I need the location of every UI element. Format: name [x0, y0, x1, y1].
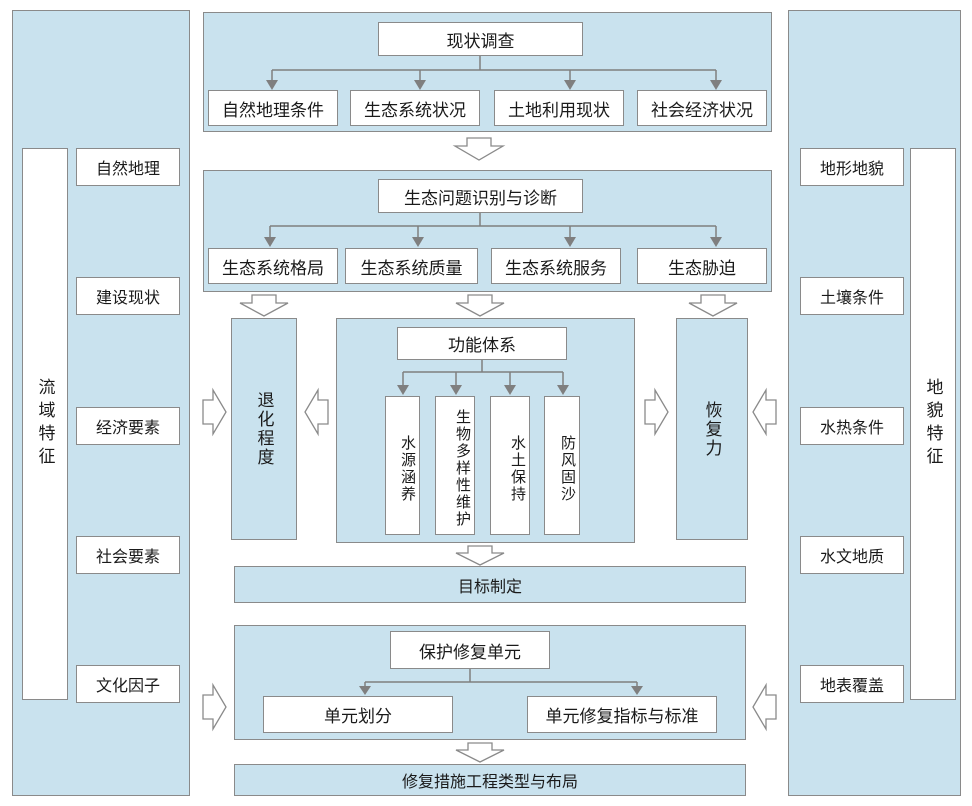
right-arrow-left-panel-to-unit	[202, 682, 227, 732]
diagnosis-item-quality: 生态系统质量	[345, 248, 478, 284]
down-arrow-diagnosis-to-degradation	[239, 294, 289, 317]
down-arrow-survey-to-diagnosis	[452, 137, 506, 161]
diagnosis-title: 生态问题识别与诊断	[378, 179, 583, 213]
target-panel	[234, 566, 746, 603]
function-item-windbreak: 防风固沙	[544, 396, 580, 535]
left-item-economic-factors: 经济要素	[76, 407, 180, 445]
left-item-construction-status: 建设现状	[76, 277, 180, 315]
function-title: 功能体系	[397, 327, 567, 360]
left-panel-title: 流域特征	[22, 148, 68, 700]
function-item-biodiversity: 生物多样性维护	[435, 396, 475, 535]
survey-item-ecosystem-status: 生态系统状况	[350, 90, 480, 126]
survey-title: 现状调查	[378, 22, 583, 56]
right-panel-title: 地貌特征	[910, 148, 956, 700]
down-arrow-diagnosis-to-recovery	[688, 294, 738, 317]
degradation-label: 退化程度	[253, 391, 274, 467]
recovery-label: 恢复力	[701, 400, 722, 458]
function-item-soil-conservation: 水土保持	[490, 396, 530, 535]
measures-label: 修复措施工程类型与布局	[401, 772, 578, 791]
right-arrow-function-to-recovery	[644, 387, 669, 437]
survey-item-land-use: 土地利用现状	[494, 90, 624, 126]
right-item-hydrogeology: 水文地质	[800, 536, 904, 574]
diagnosis-item-services: 生态系统服务	[491, 248, 621, 284]
left-item-natural-geography: 自然地理	[76, 148, 180, 186]
survey-item-natural-conditions: 自然地理条件	[208, 90, 338, 126]
unit-item-indicators: 单元修复指标与标准	[527, 696, 717, 733]
left-arrow-right-panel-to-recovery	[752, 387, 777, 437]
diagnosis-item-stress: 生态胁迫	[637, 248, 767, 284]
unit-title: 保护修复单元	[390, 631, 550, 669]
left-item-cultural-factors: 文化因子	[76, 665, 180, 703]
left-arrow-function-to-degradation	[304, 387, 329, 437]
right-item-soil: 土壤条件	[800, 277, 904, 315]
target-label: 目标制定	[457, 576, 522, 596]
left-item-social-factors: 社会要素	[76, 536, 180, 574]
recovery-panel	[676, 318, 748, 540]
function-item-water-conservation: 水源涵养	[385, 396, 420, 535]
right-item-surface-cover: 地表覆盖	[800, 665, 904, 703]
survey-item-socioeconomic: 社会经济状况	[637, 90, 767, 126]
diagnosis-item-pattern: 生态系统格局	[208, 248, 338, 284]
down-arrow-function-to-target	[455, 545, 505, 566]
right-item-landform: 地形地貌	[800, 148, 904, 186]
right-arrow-left-panel-to-degradation	[202, 387, 227, 437]
down-arrow-unit-to-measures	[455, 742, 505, 763]
left-arrow-right-panel-to-unit	[752, 682, 777, 732]
unit-item-division: 单元划分	[263, 696, 453, 733]
right-item-hydrothermal: 水热条件	[800, 407, 904, 445]
degradation-panel	[231, 318, 297, 540]
down-arrow-diagnosis-to-function	[455, 294, 505, 317]
measures-panel	[234, 764, 746, 796]
